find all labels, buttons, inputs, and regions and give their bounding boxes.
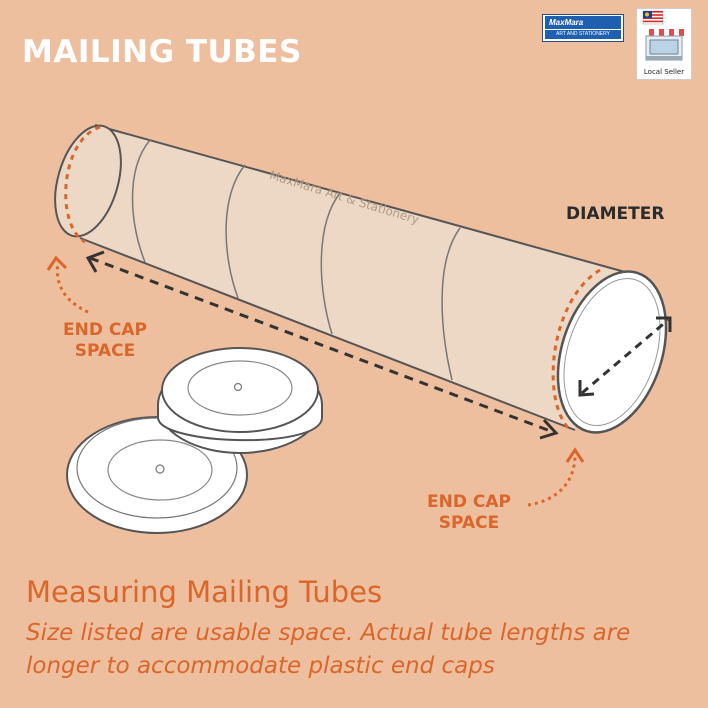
right-pointer-arrow [527, 454, 577, 507]
end-cap-label-right: END CAP SPACE [414, 492, 524, 534]
length-arrow-head-left-icon [85, 250, 105, 273]
diameter-arrow-head-high-icon [656, 316, 672, 332]
end-cap-label-right-line2: SPACE [438, 513, 500, 533]
brand-logo: MaxMara ART AND STATIONERY [542, 14, 624, 42]
brand-logo-text: MaxMara [545, 16, 621, 29]
diameter-arrow-head-low-icon [578, 380, 595, 397]
right-pointer-head-icon [565, 447, 585, 463]
left-pointer-arrow [55, 261, 89, 314]
brand-logo-subtitle: ART AND STATIONERY [545, 30, 621, 39]
diameter-arrow [581, 318, 669, 395]
length-arrow [89, 256, 554, 434]
end-cap-label-left-line1: END CAP [63, 320, 147, 340]
end-cap-label-left: END CAP SPACE [50, 320, 160, 362]
left-pointer-head-icon [46, 255, 68, 271]
storefront-icon [642, 10, 684, 61]
plastic-end-caps [66, 347, 323, 534]
left-end-cap-outline [64, 125, 101, 244]
end-cap-label-right-line1: END CAP [427, 492, 511, 512]
caption-heading: Measuring Mailing Tubes [26, 575, 383, 609]
tube-illustration [54, 124, 668, 434]
end-cap-label-left-line2: SPACE [74, 341, 136, 361]
local-seller-badge: Local Seller [636, 8, 692, 80]
page-title: MAILING TUBES [22, 34, 302, 70]
right-end-cap-outline [551, 268, 601, 432]
length-arrow-head-right-icon [539, 418, 559, 440]
diameter-label: DIAMETER [566, 204, 665, 224]
malaysia-flag-icon [642, 10, 664, 25]
local-seller-label: Local Seller [643, 68, 685, 76]
caption-description: Size listed are usable space. Actual tub… [26, 620, 631, 679]
